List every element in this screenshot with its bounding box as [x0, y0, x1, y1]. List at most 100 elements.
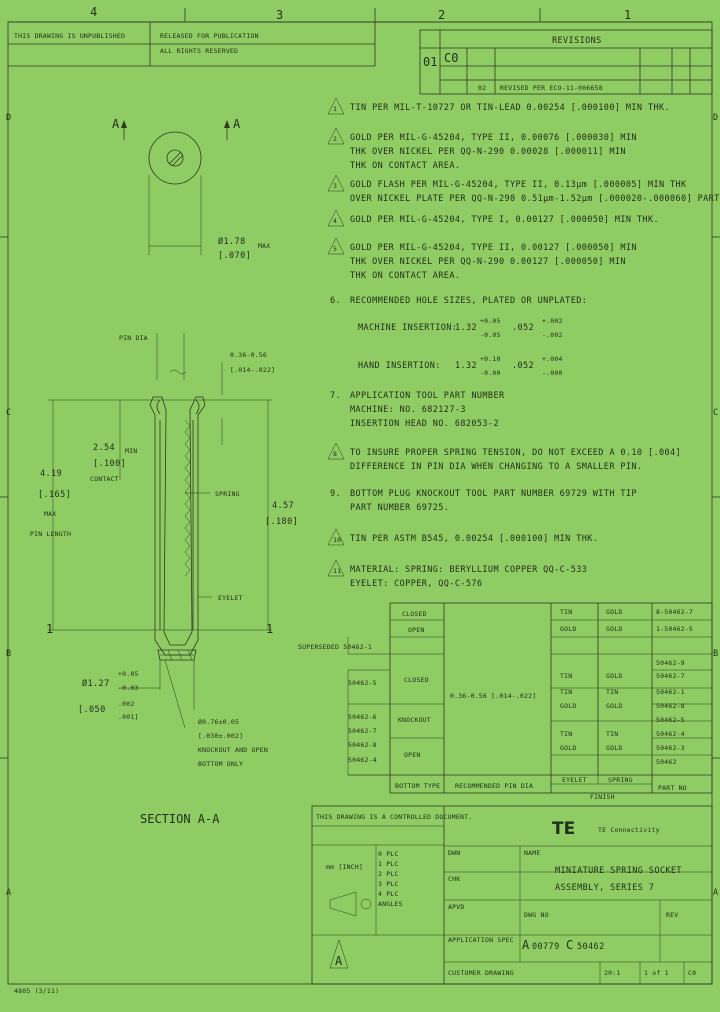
svg-text:.001]: .001]	[118, 713, 139, 721]
part-title-line-2: ASSEMBLY, SERIES 7	[555, 883, 654, 893]
svg-text:SUPERSEDED 50462-1: SUPERSEDED 50462-1	[298, 643, 372, 651]
svg-text:1.32: 1.32	[455, 323, 477, 333]
note-line: APPLICATION TOOL PART NUMBER	[350, 391, 505, 401]
svg-text:ANGLES: ANGLES	[378, 900, 403, 908]
svg-text:4 PLC: 4 PLC	[378, 890, 399, 898]
svg-text:-.000: -.000	[542, 369, 563, 377]
svg-text:MIN: MIN	[125, 447, 137, 455]
zone-top-1: 1	[624, 8, 631, 22]
svg-text:1 PLC: 1 PLC	[378, 860, 399, 868]
plan-view: A A Ø1.78 [.070] MAX	[112, 117, 270, 261]
note-5: 5 GOLD PER MIL-G-45204, TYPE II, 0.00127 …	[327, 237, 637, 281]
note-flag-number: 3	[333, 182, 337, 190]
svg-text:-0.00: -0.00	[480, 369, 501, 377]
svg-text:20:1: 20:1	[604, 969, 620, 977]
controlled-document: THIS DRAWING IS A CONTROLLED DOCUMENT.	[316, 813, 472, 821]
title-block: THIS DRAWING IS A CONTROLLED DOCUMENT. m…	[14, 805, 713, 995]
svg-text:DWG NO: DWG NO	[524, 911, 549, 919]
svg-text:HAND INSERTION:: HAND INSERTION:	[358, 361, 441, 371]
svg-text:00779: 00779	[532, 942, 560, 952]
note-line: TO INSURE PROPER SPRING TENSION, DO NOT …	[350, 448, 681, 458]
svg-text:4.57: 4.57	[272, 501, 294, 511]
drawing-number: 50462	[577, 942, 605, 952]
svg-text:mm [INCH]: mm [INCH]	[326, 863, 363, 871]
part-row: 50462-9	[656, 659, 685, 667]
note-line: THK OVER NICKEL PER QQ-N-290 0.00028 [.0…	[350, 147, 626, 157]
svg-text:.002: .002	[118, 700, 134, 708]
note-line: GOLD FLASH PER MIL-G-45204, TYPE II, 0.1…	[350, 180, 687, 190]
note-line: TIN PER ASTM B545, 0.00254 [.000100] MIN…	[350, 534, 598, 544]
eyelet-finish: TIN	[560, 608, 572, 616]
section-view: PIN DIA 0.36-0.56 [.014-.022] 2.54 [.100…	[30, 333, 298, 826]
svg-text:SPRING: SPRING	[608, 776, 633, 784]
zone-side-a-right: A	[713, 888, 719, 898]
part-number: 50462-5	[656, 716, 685, 724]
svg-text:+.004: +.004	[542, 355, 563, 363]
note-number: 7.	[330, 391, 341, 401]
part-number: 50462-1	[656, 688, 685, 696]
revisions-title: REVISIONS	[552, 36, 602, 46]
svg-text:Ø0.76±0.05: Ø0.76±0.05	[198, 718, 239, 726]
svg-text:PIN DIA: PIN DIA	[119, 334, 148, 342]
hole-sizes: MACHINE INSERTION:1.32+0.05-0.05.052+.00…	[358, 317, 563, 377]
svg-text:50462-7: 50462-7	[348, 727, 377, 735]
section-label: SECTION A-A	[140, 812, 220, 826]
svg-text:2.54: 2.54	[93, 443, 115, 453]
zone-top-2: 2	[438, 8, 445, 22]
svg-text:OPEN: OPEN	[408, 626, 424, 634]
svg-text:MACHINE INSERTION:: MACHINE INSERTION:	[358, 323, 457, 333]
part-title-line-1: MINIATURE SPRING SOCKET	[555, 866, 682, 876]
note-flag-number: 11	[333, 567, 341, 575]
note-number: 9.	[330, 489, 341, 499]
zone-side-c-right: C	[713, 408, 719, 418]
svg-text:-0.03: -0.03	[118, 684, 139, 692]
svg-text:4.19: 4.19	[40, 469, 62, 479]
note-line: THK ON CONTACT AREA.	[350, 161, 460, 171]
zone-side-d-right: D	[713, 113, 719, 123]
svg-text:[.050: [.050	[78, 705, 106, 715]
note-line: GOLD PER MIL-G-45204, TYPE II, 0.00127 […	[350, 243, 637, 253]
eyelet-finish: TIN	[560, 688, 572, 696]
eyelet-finish: TIN	[560, 672, 572, 680]
svg-text:50462-6: 50462-6	[348, 713, 377, 721]
part-row: TIN TIN 50462-1	[560, 688, 685, 696]
part-row: 50462	[656, 758, 676, 766]
svg-text:SPRING: SPRING	[215, 490, 240, 498]
note-line: BOTTOM PLUG KNOCKOUT TOOL PART NUMBER 69…	[350, 489, 637, 499]
svg-text:+0.05: +0.05	[480, 317, 501, 325]
zone-top-4: 4	[90, 5, 97, 19]
note-4: 4 GOLD PER MIL-G-45204, TYPE I, 0.00127 […	[327, 209, 659, 227]
svg-text:C0: C0	[688, 969, 696, 977]
note-line: GOLD PER MIL-G-45204, TYPE I, 0.00127 [.…	[350, 215, 659, 225]
zone-side-a: A	[6, 888, 12, 898]
svg-text:REVISED PER ECO-11-006658: REVISED PER ECO-11-006658	[500, 84, 603, 92]
eyelet-finish: GOLD	[560, 625, 576, 633]
company-name: TE Connectivity	[598, 826, 660, 834]
spring-finish: TIN	[606, 688, 618, 696]
svg-text:1.32: 1.32	[455, 361, 477, 371]
spring-finish: GOLD	[606, 702, 622, 710]
svg-text:APPLICATION SPEC: APPLICATION SPEC	[448, 936, 514, 944]
part-number: 50462-8	[656, 702, 685, 710]
note-flag-number: 1	[333, 105, 337, 113]
svg-text:+0.10: +0.10	[480, 355, 501, 363]
spring-finish: GOLD	[606, 608, 622, 616]
eyelet-finish: GOLD	[560, 744, 576, 752]
zone-top-3: 3	[276, 8, 283, 22]
svg-text:-0.05: -0.05	[480, 331, 501, 339]
svg-text:CLOSED: CLOSED	[402, 610, 427, 618]
svg-text:.052: .052	[512, 323, 534, 333]
zone-side-c: C	[6, 408, 12, 418]
svg-text:[.014-.022]: [.014-.022]	[230, 366, 275, 374]
proprietary-header: THIS DRAWING IS UNPUBLISHED RELEASED FOR…	[8, 22, 376, 67]
size-letter: A	[522, 938, 530, 952]
section-arrow-left: A	[112, 117, 120, 131]
note-flag-number: 4	[333, 217, 337, 225]
note-flag-number: 5	[333, 245, 337, 253]
